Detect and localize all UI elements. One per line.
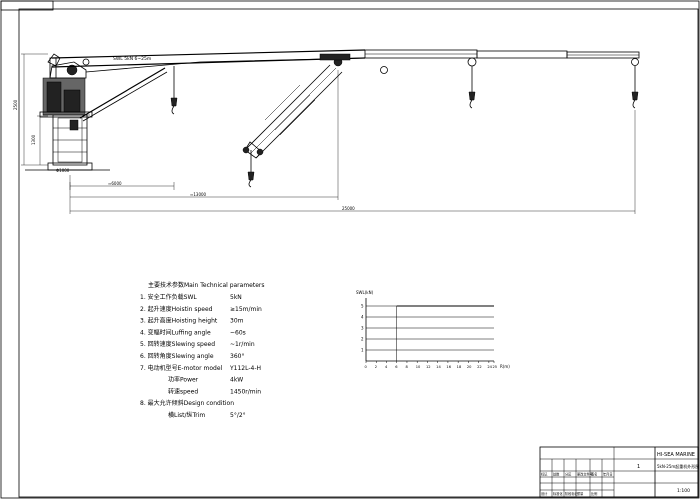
title-block-header-cell: 签名	[591, 472, 597, 477]
title-block-footer-cell: 比例	[591, 491, 597, 496]
param-label: 7. 电动机型号E-motor model	[140, 364, 223, 372]
title-block-footer-cell: 标准化	[553, 491, 563, 496]
corner-box	[0, 0, 54, 11]
param-label: 横List/纵Trim	[168, 411, 205, 419]
param-value: 1450r/min	[230, 388, 261, 395]
technical-parameters: 主要技术参数Main Technical parameters 1. 安全工作负…	[140, 281, 265, 419]
x-tick-label: 2	[375, 365, 377, 369]
param-value: 5kN	[230, 294, 242, 301]
param-label: 6. 回转角度Slewing angle	[140, 352, 214, 360]
x-tick-label: 22	[477, 365, 482, 369]
param-label: 功率Power	[168, 376, 199, 384]
title-block-header-cell: 标记	[541, 472, 548, 477]
param-value: 30m	[230, 318, 244, 325]
title-block-header-cell: 年月日	[603, 472, 613, 477]
title-block-footer-cell: 设计	[541, 491, 548, 496]
drawing-name: 5kN-25m起重机外形图	[657, 463, 699, 469]
param-label: 3. 起升高度Hoisting height	[140, 317, 218, 325]
x-tick-label: 25	[493, 365, 498, 369]
dimension-lines: 2500 1300 Φ1000 ≈6000 ≈13000 25000	[13, 53, 636, 214]
title-block-header-cell: 更改文件号	[577, 472, 593, 477]
x-tick-label: 12	[426, 365, 431, 369]
boom-lowered-position	[242, 64, 343, 188]
x-tick-label: 10	[416, 365, 421, 369]
param-label: 5. 回转速度Slewing speed	[140, 340, 215, 348]
y-tick-label: 4	[361, 315, 364, 320]
title-block-header-cell: 处数	[553, 472, 560, 477]
x-tick-label: 0	[365, 365, 368, 369]
dim-1300: 1300	[31, 134, 36, 145]
x-tick-label: 14	[436, 365, 441, 369]
title-block: HI-SEA MARINE 5kN-25m起重机外形图 1:100 1 标记处数…	[539, 446, 699, 498]
dim-13000: ≈13000	[190, 192, 207, 197]
main-boom-top	[51, 49, 366, 59]
param-value: 5°/2°	[230, 412, 246, 419]
boom-label: SWL 5kN 6~25m	[113, 56, 151, 62]
param-value: ~1r/min	[230, 341, 255, 348]
param-value: ≥15m/min	[230, 306, 262, 313]
x-tick-label: 24	[487, 365, 492, 369]
chart-ylabel: SWL(kN)	[356, 290, 374, 295]
param-label: 转速speed	[168, 387, 198, 395]
scale-value: 1:100	[677, 488, 690, 494]
sheet-number: 1	[637, 464, 640, 470]
inner-frame	[18, 8, 699, 498]
param-label: 1. 安全工作负载SWL	[140, 293, 197, 301]
x-tick-label: 16	[446, 365, 451, 369]
company-name: HI-SEA MARINE	[657, 452, 695, 458]
chart-xlabel: R(m)	[500, 364, 510, 369]
param-value: 4kW	[230, 377, 243, 384]
x-tick-label: 4	[385, 365, 388, 369]
x-tick-label: 18	[457, 365, 462, 369]
dim-1000: Φ1000	[56, 168, 70, 173]
y-tick-label: 2	[361, 337, 364, 342]
param-value: 360°	[230, 353, 244, 360]
param-value: Y112L-4-H	[229, 365, 261, 372]
param-label: 4. 变幅时间Luffing angle	[140, 328, 211, 336]
boom-section-3	[476, 50, 568, 59]
crane-elevation: SWL 5kN 6~25m	[25, 49, 640, 188]
x-tick-label: 6	[395, 365, 398, 369]
param-label: 2. 起升速度Hoistin speed	[140, 305, 213, 313]
y-tick-label: 3	[361, 326, 364, 331]
params-title: 主要技术参数Main Technical parameters	[148, 281, 265, 289]
dim-2500: 2500	[13, 99, 18, 110]
y-tick-label: 1	[361, 348, 364, 353]
luffing-cylinder	[79, 67, 166, 119]
title-block-header-cell: 分区	[565, 472, 572, 477]
dim-25000: 25000	[342, 206, 355, 211]
param-value: ~60s	[230, 329, 246, 336]
param-label: 8. 最大允许倾斜Design condition	[140, 399, 234, 407]
dim-6000: ≈6000	[108, 181, 122, 186]
title-block-footer-cell: 重量	[577, 491, 584, 496]
x-tick-label: 8	[405, 365, 408, 369]
y-tick-label: 5	[361, 304, 364, 309]
title-block-footer-cell: 阶段标记	[565, 491, 579, 496]
x-tick-label: 20	[467, 365, 472, 369]
